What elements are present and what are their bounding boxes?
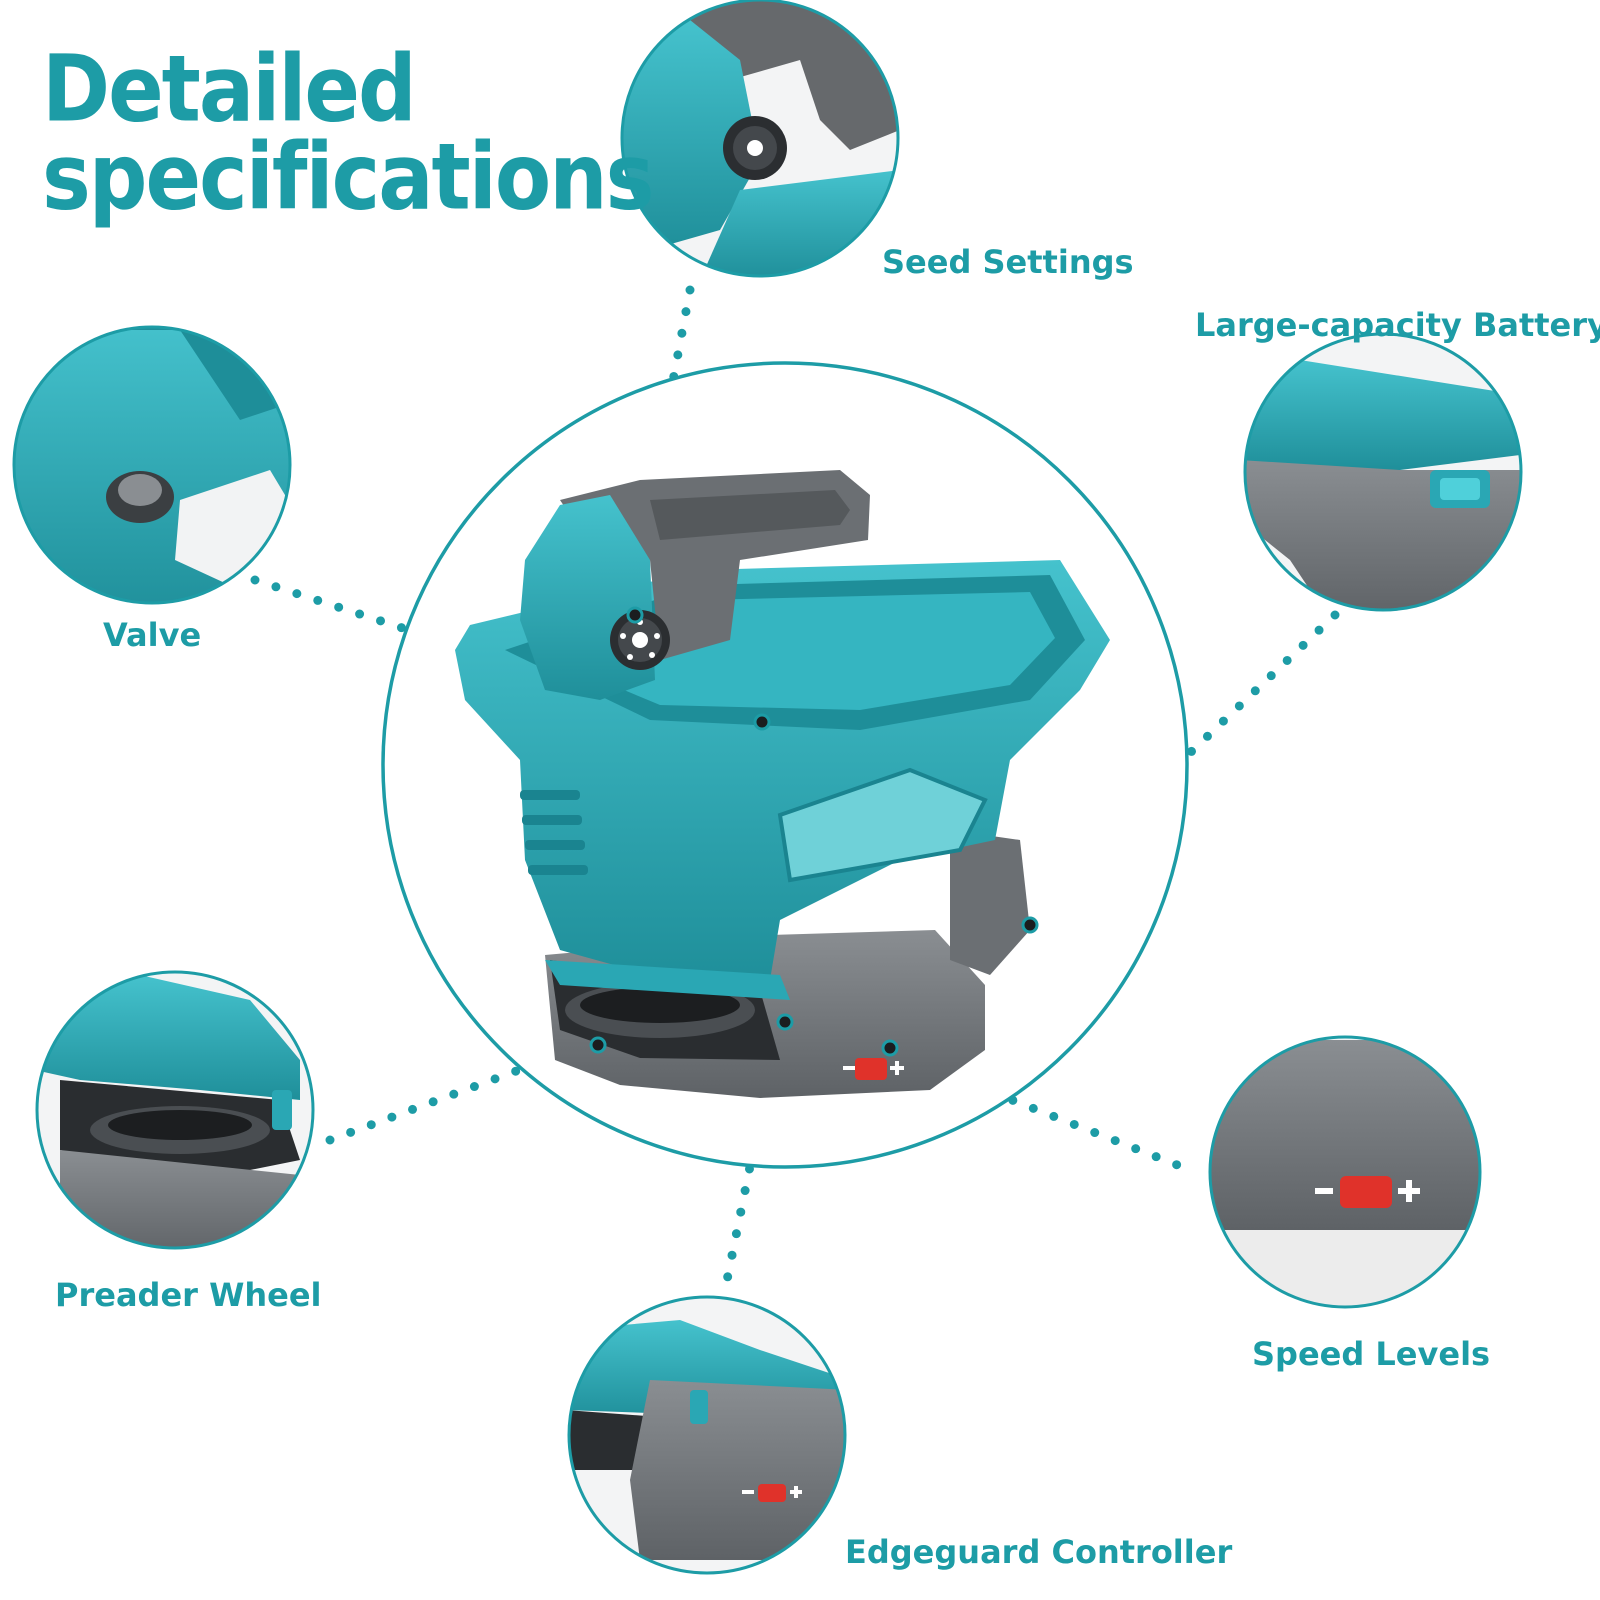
detail-seed-settings <box>620 0 900 278</box>
seed-dial <box>610 610 670 670</box>
label-speed-levels: Speed Levels <box>1252 1335 1491 1373</box>
spreader-main <box>455 470 1110 1098</box>
label-seed-settings: Seed Settings <box>882 243 1134 281</box>
hopper-ribs <box>520 790 588 875</box>
detail-edgeguard <box>567 1295 847 1575</box>
page-title-line1: Detailed <box>42 36 417 144</box>
marker-dots <box>589 606 1039 1057</box>
page-title-line2: specifications <box>42 124 654 232</box>
label-spreader-wheel: Preader Wheel <box>55 1276 322 1314</box>
label-battery: Large-capacity Battery <box>1195 306 1600 344</box>
hopper-window <box>777 767 988 883</box>
detail-spreader-wheel <box>35 970 315 1250</box>
speed-switch <box>843 1058 904 1080</box>
label-edgeguard: Edgeguard Controller <box>845 1533 1233 1571</box>
detail-battery <box>1243 332 1523 612</box>
label-valve: Valve <box>103 616 202 654</box>
detail-speed-levels <box>1208 1035 1482 1309</box>
detail-valve <box>12 325 292 605</box>
